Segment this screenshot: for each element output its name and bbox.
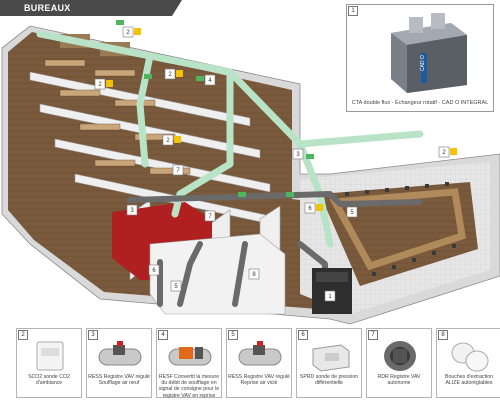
card-caption-line: Bouches d'extraction [445,374,493,380]
vav-damper-icon [98,341,142,366]
cta-unit-inset: 1 CAD O CTA double flux - Échangeur rota… [346,4,494,112]
marker: 2 [122,26,141,38]
svg-text:7: 7 [208,214,212,220]
marker: 3 [292,148,304,160]
page-title: BUREAUX [24,3,71,13]
meeting-table [329,188,466,271]
legend-card-co2-sensor: 2 SCO2 sonde CO2 d'ambiance [16,328,82,398]
office-desks [44,59,191,175]
extract-vent-icon [451,342,489,372]
marker: 2 [162,134,181,146]
marker: 4 [204,74,216,86]
svg-text:3: 3 [130,208,134,214]
svg-text:5: 5 [174,284,178,290]
marker: 3 [126,204,138,216]
meeting-chairs [345,182,456,276]
svg-text:6: 6 [152,268,156,274]
marker: 8 [248,268,260,280]
card-caption-line: SPRD sonde de pression [299,374,359,380]
marker: 5 [170,280,182,292]
svg-text:5: 5 [350,210,354,216]
card-caption-line: Soufflage air neuf [98,380,140,387]
svg-text:6: 6 [308,206,312,212]
card-caption-line: RESS Registre VAV régulé [228,374,290,380]
title-tab: BUREAUX [0,0,182,16]
co2-sensor-icon [36,341,64,371]
card-number: 7 [368,330,378,340]
cta-unit-icon: CAD O [391,13,467,93]
pressure-sensor-icon [312,344,350,372]
legend-card-extract-vents: 8 Bouches d'extraction ALIZE autoréglabl… [436,328,500,398]
legend-card-vav-supply: 3 RESS Registre VAV régulé Soufflage air… [86,328,152,398]
marker: 2 [438,146,457,158]
svg-text:8: 8 [252,272,256,278]
legend-card-vav-extract: 5 RESS Registre VAV régulé Reprise air v… [226,328,292,398]
card-number: 8 [438,330,448,340]
card-caption-line: RDR Registre VAV [377,374,421,380]
marker: 2 [164,68,183,80]
svg-text:2: 2 [98,82,102,88]
cta-number: 1 [348,6,358,16]
round-damper-icon [384,341,416,371]
sanitary-block [149,233,286,315]
svg-text:2: 2 [442,150,446,156]
marker: 2 [94,78,113,90]
svg-text:4: 4 [208,78,212,84]
legend-card-vav-converter: 4 RESF Convertit la mesure du débit de s… [156,328,222,399]
meeting-room-wood [320,182,478,286]
duct-flow-markers [116,20,314,197]
card-caption-line: SCO2 sonde CO2 [28,374,70,380]
marker: 6 [304,202,323,214]
card-caption-line: RESS Registre VAV régulé [88,374,150,380]
legend-card-round-damper: 7 RDR Registre VAV autonome [366,328,432,398]
card-caption-line: d'ambiance [35,380,63,387]
component-markers: 2 2 2 4 2 3 2 7 5 3 6 7 6 5 8 1 [94,26,457,302]
marker: 5 [346,206,358,218]
card-number: 3 [88,330,98,340]
extract-air-ducts [127,191,423,307]
building-cutaway-illustration: 2 2 2 4 2 3 2 7 5 3 6 7 6 5 8 1 [1,20,500,325]
card-number: 2 [18,330,28,340]
card-caption-line: différentielle [315,380,343,387]
legend-card-pressure-sensor: 6 SPRD sonde de pression différentielle [296,328,362,398]
marker: 7 [204,210,216,222]
card-number: 6 [298,330,308,340]
card-caption-line: du débit de soufflage en [161,380,217,387]
svg-text:1: 1 [328,294,332,300]
marker: 7 [172,164,184,176]
cta-caption: CTA double flux - Échangeur rotatif - CA… [351,100,489,106]
svg-text:2: 2 [166,138,170,144]
card-caption-line: RESF Convertit la mesure [158,374,220,380]
card-caption-line: autonome [387,380,411,387]
svg-text:2: 2 [168,72,172,78]
svg-text:3: 3 [296,152,300,158]
supply-air-ducts [36,30,424,248]
card-caption-line: ALIZE autoréglables [445,380,493,387]
card-number: 5 [228,330,238,340]
card-caption-line: Reprise air vicié [240,380,278,387]
svg-text:7: 7 [176,168,180,174]
card-caption-line: signal de consigne pour le [158,386,220,393]
vav-converter-icon [168,347,212,366]
vav-damper-icon [238,341,282,366]
card-caption-line: registre VAV en reprise [162,392,216,399]
marker: 1 [324,290,336,302]
card-number: 4 [158,330,168,340]
marker: 6 [148,264,160,276]
cta-brand: CAD O [420,55,426,71]
marker-label: 2 [126,30,130,36]
